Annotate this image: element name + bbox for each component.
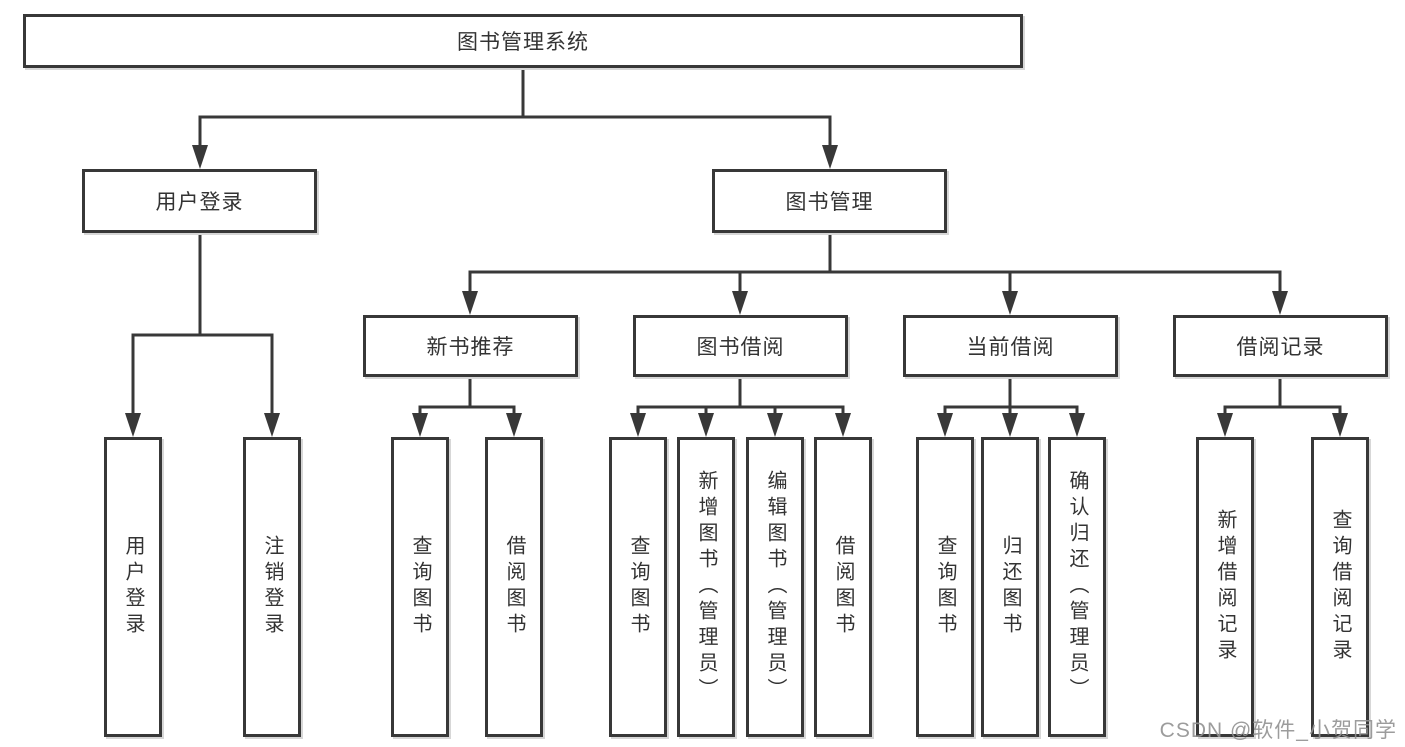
arrowhead-icon (1332, 413, 1348, 437)
csdn-watermark: CSDN @软件_小贺同学 (1159, 719, 1397, 742)
leaf-edit-books-admin: 编辑图书（管理员） (746, 437, 804, 737)
node-label: 图书借阅 (696, 336, 785, 359)
node-label: 注销登录 (261, 535, 283, 639)
node-current-borrowing: 当前借阅 (903, 315, 1118, 377)
node-label: 新增图书（管理员） (695, 470, 717, 704)
arrowhead-icon (1217, 413, 1233, 437)
leaf-query-borrow-record: 查询借阅记录 (1311, 437, 1369, 737)
leaf-user-login: 用户登录 (104, 437, 162, 737)
connector-book-borrowing-split (636, 375, 845, 417)
node-label: 新增借阅记录 (1214, 509, 1236, 665)
arrowhead-icon (937, 413, 953, 437)
node-label: 归还图书 (999, 535, 1021, 639)
arrowhead-icon (767, 413, 783, 437)
arrowhead-icon (1272, 291, 1288, 315)
node-label: 查询图书 (934, 535, 956, 639)
arrowhead-icon (412, 413, 428, 437)
node-root-system: 图书管理系统 (23, 14, 1023, 68)
connector-new-book-recommendation-split (418, 375, 516, 417)
arrowhead-icon (630, 413, 646, 437)
leaf-add-books-admin: 新增图书（管理员） (677, 437, 735, 737)
leaf-query-books: 查询图书 (916, 437, 974, 737)
arrowhead-icon (1069, 413, 1085, 437)
leaf-confirm-return-admin: 确认归还（管理员） (1048, 437, 1106, 737)
connector-book-management-split (468, 231, 1282, 295)
arrowhead-icon (1002, 291, 1018, 315)
connector-borrowing-records-split (1223, 375, 1342, 417)
node-label: 查询借阅记录 (1329, 509, 1351, 665)
node-label: 编辑图书（管理员） (764, 470, 786, 704)
node-label: 借阅图书 (503, 535, 525, 639)
node-book-management: 图书管理 (712, 169, 947, 233)
leaf-return-books: 归还图书 (981, 437, 1039, 737)
node-label: 新书推荐 (426, 336, 515, 359)
arrowhead-icon (698, 413, 714, 437)
arrowhead-icon (732, 291, 748, 315)
leaf-query-books: 查询图书 (609, 437, 667, 737)
node-label: 借阅记录 (1236, 336, 1325, 359)
node-new-book-recommendation: 新书推荐 (363, 315, 578, 377)
node-user-login: 用户登录 (82, 169, 317, 233)
arrowhead-icon (125, 413, 141, 437)
leaf-query-books: 查询图书 (391, 437, 449, 737)
node-label: 当前借阅 (966, 336, 1055, 359)
node-label: 用户登录 (122, 535, 144, 639)
arrowhead-icon (192, 145, 208, 169)
arrowhead-icon (506, 413, 522, 437)
leaf-borrow-books: 借阅图书 (814, 437, 872, 737)
connector-user-login-split (131, 231, 274, 417)
node-label: 查询图书 (627, 535, 649, 639)
arrowhead-icon (835, 413, 851, 437)
node-label: 查询图书 (409, 535, 431, 639)
connector-current-borrowing-split (943, 375, 1079, 417)
node-label: 用户登录 (155, 191, 244, 214)
node-borrowing-records: 借阅记录 (1173, 315, 1388, 377)
node-label: 确认归还（管理员） (1066, 470, 1088, 704)
arrowhead-icon (462, 291, 478, 315)
leaf-borrow-books: 借阅图书 (485, 437, 543, 737)
arrowhead-icon (1002, 413, 1018, 437)
leaf-logout: 注销登录 (243, 437, 301, 737)
connector-root-to-level2 (198, 66, 832, 149)
arrowhead-icon (822, 145, 838, 169)
leaf-add-borrow-record: 新增借阅记录 (1196, 437, 1254, 737)
arrowhead-icon (264, 413, 280, 437)
node-label: 图书管理系统 (457, 31, 589, 54)
node-label: 借阅图书 (832, 535, 854, 639)
node-label: 图书管理 (785, 191, 874, 214)
node-book-borrowing: 图书借阅 (633, 315, 848, 377)
